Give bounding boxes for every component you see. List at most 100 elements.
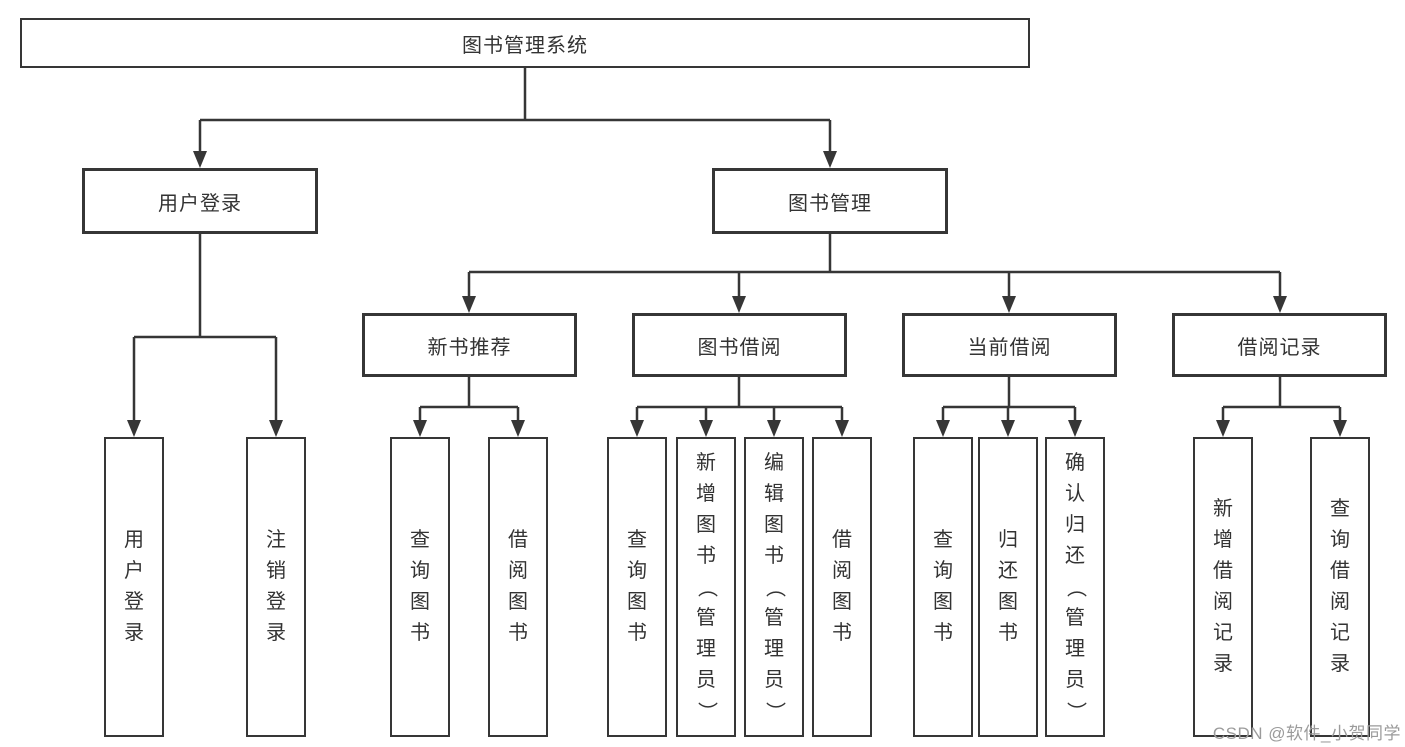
leaf-label-char: 用	[124, 529, 144, 551]
leaf-label-char: 还	[998, 560, 1018, 582]
arrowheads-group	[127, 151, 1347, 437]
leaf-label-char: 查	[627, 529, 647, 551]
leaf-label: 编辑图书（管理员）	[746, 439, 802, 735]
leaf-label-char: 记	[1330, 622, 1350, 644]
node-label: 图书管理系统	[462, 34, 588, 57]
leaf-label-char: 增	[696, 482, 716, 505]
leaf-label-char: 阅	[1213, 591, 1233, 613]
leaf-label-char: 图	[764, 513, 784, 536]
leaf-label-char: （	[763, 577, 786, 597]
leaf-label-char: 书	[764, 544, 784, 567]
leaf-label: 查询图书	[915, 439, 971, 735]
node-label: 新书推荐	[427, 336, 512, 359]
leaf-label-char: 图	[998, 591, 1018, 613]
leaf-label: 确认归还（管理员）	[1047, 439, 1103, 735]
leaf-label-char: 书	[998, 622, 1018, 644]
leaf-label-char: 理	[1065, 637, 1085, 660]
leaf-label-char: 录	[1213, 653, 1233, 675]
node-current-borrow: 当前借阅	[902, 313, 1117, 377]
leaf-label-char: 登	[124, 591, 144, 613]
connector-line	[132, 234, 278, 423]
connector-line	[198, 68, 832, 153]
leaf-label-char: 图	[508, 591, 528, 613]
leaf-query-books-borrow: 查询图书	[607, 437, 667, 737]
arrowhead-icon	[1068, 420, 1082, 437]
leaf-label-char: 借	[1213, 560, 1233, 582]
leaf-label-char: 户	[124, 560, 144, 582]
leaf-label-char: 归	[998, 529, 1018, 551]
arrowhead-icon	[835, 420, 849, 437]
leaf-label-char: 书	[410, 622, 430, 644]
arrowhead-icon	[462, 296, 476, 313]
leaf-label: 新增图书（管理员）	[678, 439, 734, 735]
connector-lines	[132, 68, 1342, 423]
node-book-management: 图书管理	[712, 168, 948, 234]
leaf-edit-books-admin: 编辑图书（管理员）	[744, 437, 804, 737]
node-label: 用户登录	[158, 192, 242, 215]
leaf-borrow-books: 借阅图书	[812, 437, 872, 737]
leaf-label-char: 图	[696, 513, 716, 536]
connector-line	[1221, 377, 1342, 423]
leaf-label-char: ）	[1064, 701, 1087, 721]
leaf-label-char: 询	[627, 560, 647, 582]
arrowhead-icon	[413, 420, 427, 437]
leaf-label-char: 书	[627, 622, 647, 644]
leaf-query-borrow-record: 查询借阅记录	[1310, 437, 1370, 737]
leaf-label-char: 图	[410, 591, 430, 613]
arrowhead-icon	[767, 420, 781, 437]
leaf-label-char: 阅	[1330, 591, 1350, 613]
leaf-label: 查询图书	[392, 439, 448, 735]
leaf-logout-login: 注销登录	[246, 437, 306, 737]
leaf-label-char: 新	[1213, 498, 1233, 520]
arrowhead-icon	[1333, 420, 1347, 437]
leaf-label-char: 还	[1065, 544, 1085, 567]
leaf-return-books: 归还图书	[978, 437, 1038, 737]
leaf-label-char: （	[1064, 577, 1087, 597]
arrowhead-icon	[823, 151, 837, 168]
leaf-user-login: 用户登录	[104, 437, 164, 737]
node-label: 当前借阅	[967, 336, 1052, 359]
leaf-label-char: 查	[410, 529, 430, 551]
leaf-label-char: 记	[1213, 622, 1233, 644]
connector-line	[635, 377, 844, 423]
arrowhead-icon	[127, 420, 141, 437]
node-user-login: 用户登录	[82, 168, 318, 234]
connector-line	[467, 234, 1282, 299]
arrowhead-icon	[1216, 420, 1230, 437]
arrowhead-icon	[732, 296, 746, 313]
leaf-label-char: 注	[266, 529, 286, 551]
leaf-label: 注销登录	[248, 439, 304, 735]
leaf-label-char: 书	[696, 544, 716, 567]
leaf-label-char: 借	[832, 529, 852, 551]
leaf-label-char: 询	[933, 560, 953, 582]
leaf-label: 用户登录	[106, 439, 162, 735]
leaf-label-char: 理	[764, 637, 784, 660]
leaf-label-char: 新	[696, 451, 716, 474]
arrowhead-icon	[1273, 296, 1287, 313]
leaf-label-char: 销	[266, 560, 286, 582]
leaf-label-char: 管	[764, 606, 784, 629]
leaf-label: 查询图书	[609, 439, 665, 735]
leaf-label: 归还图书	[980, 439, 1036, 735]
arrowhead-icon	[699, 420, 713, 437]
leaf-label-char: 编	[764, 451, 784, 474]
leaf-label-char: （	[695, 577, 718, 597]
leaf-label: 借阅图书	[490, 439, 546, 735]
node-label: 图书管理	[788, 192, 872, 215]
leaf-label-char: 录	[1330, 653, 1350, 675]
arrowhead-icon	[269, 420, 283, 437]
leaf-label: 借阅图书	[814, 439, 870, 735]
leaf-label-char: 书	[832, 622, 852, 644]
connector-line	[418, 377, 520, 423]
leaf-label-char: 管	[696, 606, 716, 629]
leaf-label-char: 阅	[508, 560, 528, 582]
leaf-borrow-books-recommend: 借阅图书	[488, 437, 548, 737]
node-root-system: 图书管理系统	[20, 18, 1030, 68]
leaf-label-char: 书	[933, 622, 953, 644]
leaf-label-char: 询	[1330, 529, 1350, 551]
csdn-watermark: CSDN @软件_小贺同学	[1212, 724, 1401, 743]
leaf-add-borrow-record: 新增借阅记录	[1193, 437, 1253, 737]
leaf-label-char: 员	[696, 668, 716, 691]
